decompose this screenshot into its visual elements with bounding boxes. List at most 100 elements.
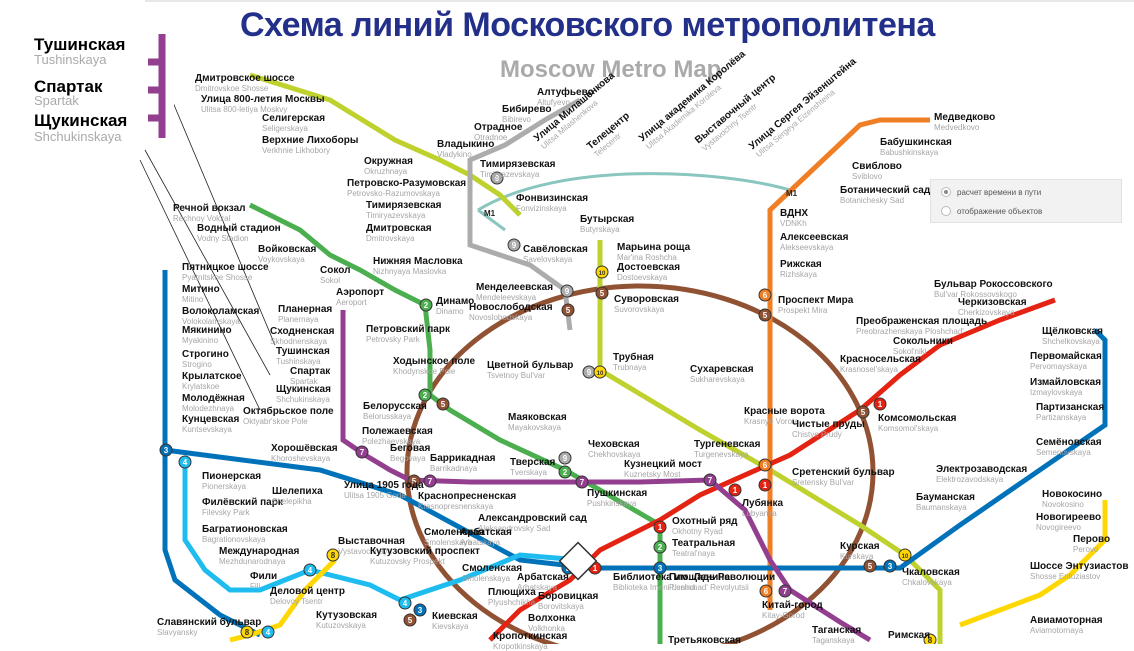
option-travel-time[interactable]: расчет времени в пути: [941, 187, 1041, 197]
radio-selected-icon[interactable]: [941, 187, 951, 197]
station-rimskaya[interactable]: Римская: [888, 631, 930, 641]
station-tretyakovskaya[interactable]: Третьяковская: [668, 636, 741, 646]
radio-icon[interactable]: [941, 206, 951, 216]
option-show-objects[interactable]: отображение объектов: [941, 206, 1042, 216]
